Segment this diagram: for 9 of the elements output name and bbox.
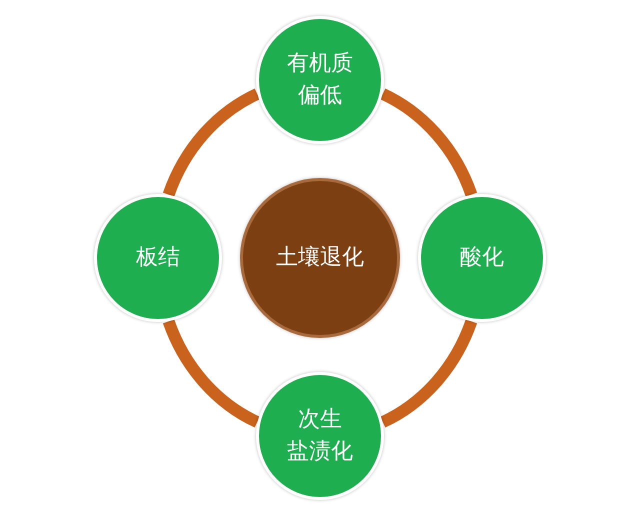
node-label: 土壤退化 (276, 244, 364, 272)
node-label: 有机质偏低 (287, 50, 353, 110)
node-label: 次生盐渍化 (287, 406, 353, 466)
ring-connector (380, 319, 477, 428)
node-label: 板结 (136, 244, 180, 272)
ring-connector (163, 88, 260, 197)
ring-connector (163, 319, 260, 428)
node-label: 酸化 (460, 244, 504, 272)
ring-connector (380, 88, 477, 197)
